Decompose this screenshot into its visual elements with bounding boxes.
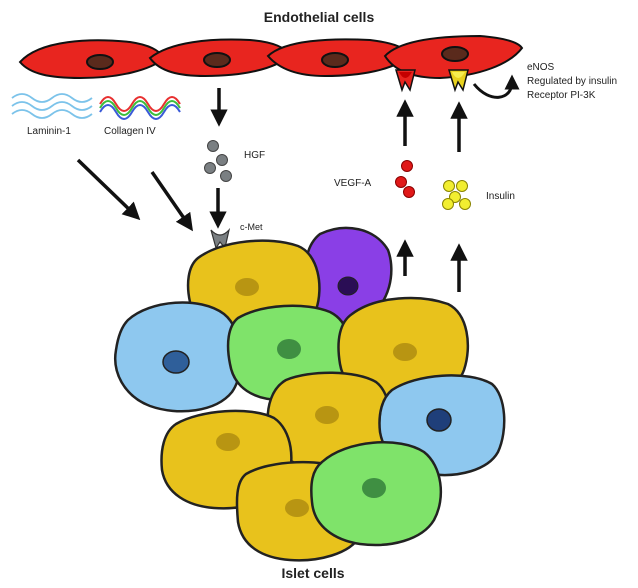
endothelial-nucleus xyxy=(86,54,114,70)
insulin-receptor-icon xyxy=(447,69,469,93)
insulin-label: Insulin xyxy=(486,191,515,202)
laminin-label: Laminin-1 xyxy=(27,126,71,137)
collagen-icon xyxy=(99,96,181,120)
endothelial-layer xyxy=(18,34,524,80)
laminin-icon xyxy=(11,93,93,119)
endothelial-nucleus xyxy=(321,52,349,68)
islet-cluster xyxy=(114,226,506,562)
laminin-arrow xyxy=(76,158,141,221)
insulin-dots xyxy=(442,180,471,210)
enos-feedback-arrow xyxy=(472,74,520,99)
vegf-receptor-icon xyxy=(394,69,416,93)
hgf-label: HGF xyxy=(244,150,265,161)
vegf-dots xyxy=(395,160,415,198)
endothelial-nucleus xyxy=(203,52,231,68)
islet-title: Islet cells xyxy=(281,565,344,581)
vegfa-label: VEGF-A xyxy=(334,178,372,189)
endothelial-nucleus xyxy=(441,46,469,62)
collagen-label: Collagen IV xyxy=(104,126,156,137)
cmet-label: c-Met xyxy=(240,222,263,232)
hgf-dots xyxy=(204,140,232,182)
endothelial-title: Endothelial cells xyxy=(264,9,375,25)
collagen-arrow xyxy=(150,171,193,232)
cmet-receptor-icon xyxy=(210,227,231,250)
enos-label: eNOS Regulated by insulin Receptor PI-3K xyxy=(527,62,620,101)
